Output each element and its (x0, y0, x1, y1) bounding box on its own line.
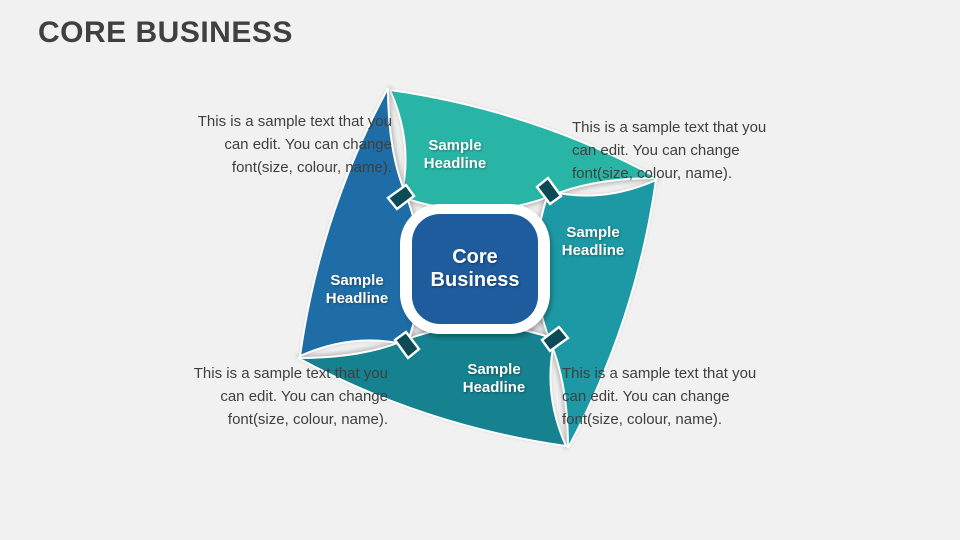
callout-bottom-left: This is a sample text that you can edit.… (193, 365, 388, 428)
page-title: CORE BUSINESS (38, 16, 293, 49)
center-card (412, 214, 538, 324)
callout-top-left: This is a sample text that you can edit.… (197, 113, 392, 176)
blade-top-headline: Sample Headline (423, 137, 487, 172)
callout-bottom-right: This is a sample text that you can edit.… (562, 365, 757, 428)
callout-top-right: This is a sample text that you can edit.… (572, 119, 767, 182)
blade-left-headline: Sample Headline (325, 272, 389, 307)
center-title: Core Business (430, 246, 520, 291)
blade-bottom-headline: Sample Headline (462, 361, 526, 396)
blade-right-headline: Sample Headline (561, 224, 625, 259)
